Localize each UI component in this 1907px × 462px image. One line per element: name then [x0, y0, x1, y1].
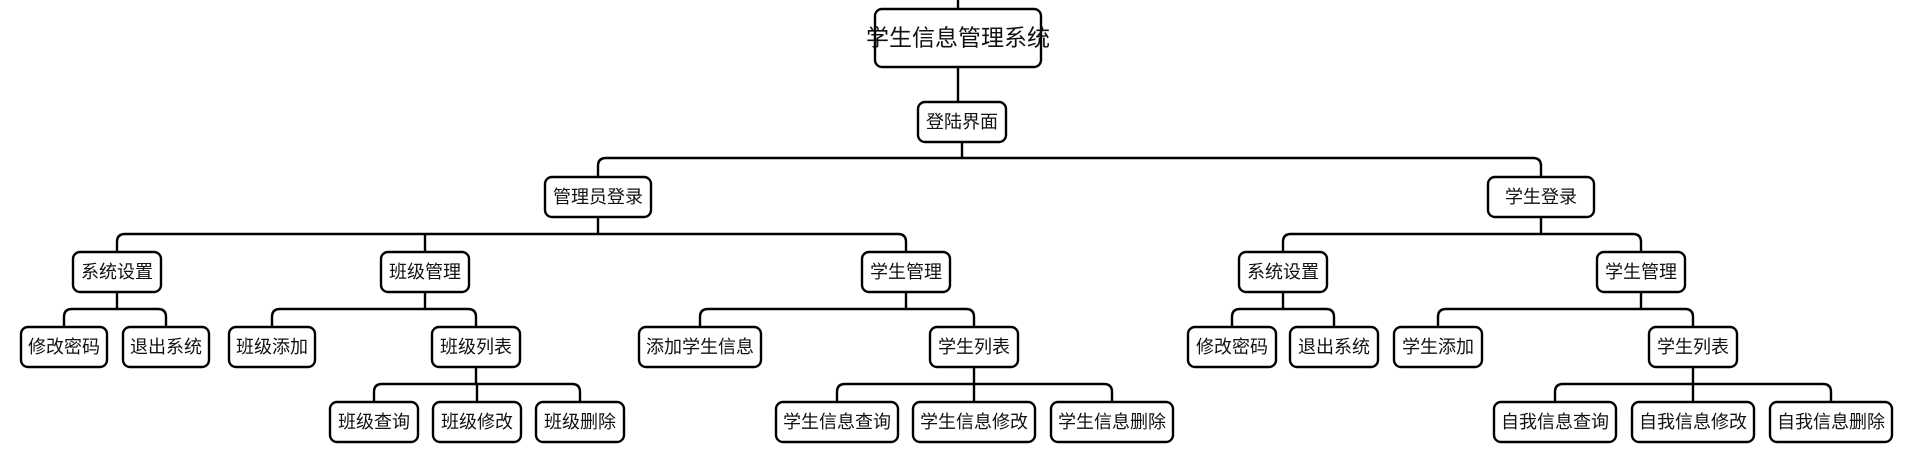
- node-label: 学生登录: [1505, 187, 1577, 208]
- tree-node: 系统设置: [71, 250, 163, 294]
- node-box: [430, 325, 522, 369]
- node-label: 添加学生信息: [646, 337, 754, 358]
- tree-node: 班级查询: [328, 400, 420, 444]
- tree-node: 学生管理: [860, 250, 952, 294]
- tree-node: 学生添加: [1392, 325, 1484, 369]
- node-label: 自我信息修改: [1639, 412, 1747, 433]
- node-box: [1768, 400, 1894, 444]
- tree-node: 退出系统: [121, 325, 211, 369]
- node-box: [1630, 400, 1756, 444]
- connector-bus: [62, 307, 168, 318]
- node-label: 系统设置: [1247, 262, 1319, 283]
- connector-bus: [270, 307, 478, 318]
- connector-bus: [1230, 307, 1336, 318]
- node-box: [1392, 325, 1484, 369]
- node-label: 学生信息修改: [920, 412, 1028, 433]
- tree-node: 班级删除: [534, 400, 626, 444]
- tree-connectors: [62, 0, 1833, 402]
- node-label: 学生列表: [1657, 337, 1729, 358]
- tree-node: 退出系统: [1288, 325, 1380, 369]
- node-label: 班级列表: [440, 337, 512, 358]
- node-label: 自我信息查询: [1501, 412, 1609, 433]
- node-label: 班级管理: [389, 262, 461, 283]
- node-label: 班级修改: [441, 412, 513, 433]
- tree-node: 添加学生信息: [637, 325, 763, 369]
- tree-node: 修改密码: [1186, 325, 1278, 369]
- node-box: [71, 250, 163, 294]
- node-label: 班级删除: [544, 412, 616, 433]
- node-label: 学生列表: [938, 337, 1010, 358]
- connector-bus: [115, 232, 908, 243]
- tree-node: 学生列表: [1647, 325, 1739, 369]
- node-box: [911, 400, 1037, 444]
- node-label: 学生信息管理系统: [866, 26, 1050, 52]
- node-box: [873, 7, 1043, 69]
- tree-node: 学生登录: [1486, 175, 1596, 219]
- node-box: [916, 100, 1008, 144]
- node-label: 学生信息查询: [783, 412, 891, 433]
- tree-node: 学生信息管理系统: [866, 7, 1050, 69]
- node-box: [1186, 325, 1278, 369]
- node-box: [928, 325, 1020, 369]
- node-box: [19, 325, 109, 369]
- connector-bus: [596, 156, 1543, 167]
- node-label: 班级查询: [338, 412, 410, 433]
- node-label: 管理员登录: [553, 187, 643, 208]
- node-box: [1288, 325, 1380, 369]
- node-box: [121, 325, 211, 369]
- tree-node: 自我信息删除: [1768, 400, 1894, 444]
- connector-bus: [1281, 232, 1643, 243]
- node-box: [1492, 400, 1618, 444]
- node-box: [431, 400, 523, 444]
- tree-node: 自我信息修改: [1630, 400, 1756, 444]
- node-label: 修改密码: [28, 337, 100, 358]
- node-box: [1595, 250, 1687, 294]
- node-label: 学生信息删除: [1058, 412, 1166, 433]
- node-label: 班级添加: [236, 337, 308, 358]
- tree-node: 学生信息修改: [911, 400, 1037, 444]
- tree-node: 班级修改: [431, 400, 523, 444]
- tree-node: 系统设置: [1237, 250, 1329, 294]
- node-box: [860, 250, 952, 294]
- tree-node: 学生信息查询: [774, 400, 900, 444]
- node-box: [1486, 175, 1596, 219]
- node-label: 退出系统: [130, 337, 202, 358]
- node-box: [637, 325, 763, 369]
- node-box: [543, 175, 653, 219]
- node-box: [227, 325, 317, 369]
- node-label: 学生管理: [1605, 262, 1677, 283]
- tree-node: 修改密码: [19, 325, 109, 369]
- tree-node: 自我信息查询: [1492, 400, 1618, 444]
- node-label: 修改密码: [1196, 337, 1268, 358]
- node-box: [1647, 325, 1739, 369]
- node-label: 学生管理: [870, 262, 942, 283]
- node-box: [379, 250, 471, 294]
- node-box: [328, 400, 420, 444]
- tree-node: 学生信息删除: [1049, 400, 1175, 444]
- node-box: [774, 400, 900, 444]
- node-box: [534, 400, 626, 444]
- tree-node: 学生管理: [1595, 250, 1687, 294]
- node-label: 登陆界面: [926, 112, 998, 133]
- connector-bus: [1436, 307, 1695, 318]
- node-label: 退出系统: [1298, 337, 1370, 358]
- tree-node: 学生列表: [928, 325, 1020, 369]
- tree-node: 班级管理: [379, 250, 471, 294]
- node-label: 学生添加: [1402, 337, 1474, 358]
- tree-node: 管理员登录: [543, 175, 653, 219]
- tree-node: 班级列表: [430, 325, 522, 369]
- node-label: 系统设置: [81, 262, 153, 283]
- node-box: [1237, 250, 1329, 294]
- tree-node: 登陆界面: [916, 100, 1008, 144]
- node-box: [1049, 400, 1175, 444]
- node-label: 自我信息删除: [1777, 412, 1885, 433]
- tree-node: 班级添加: [227, 325, 317, 369]
- connector-bus: [698, 307, 976, 318]
